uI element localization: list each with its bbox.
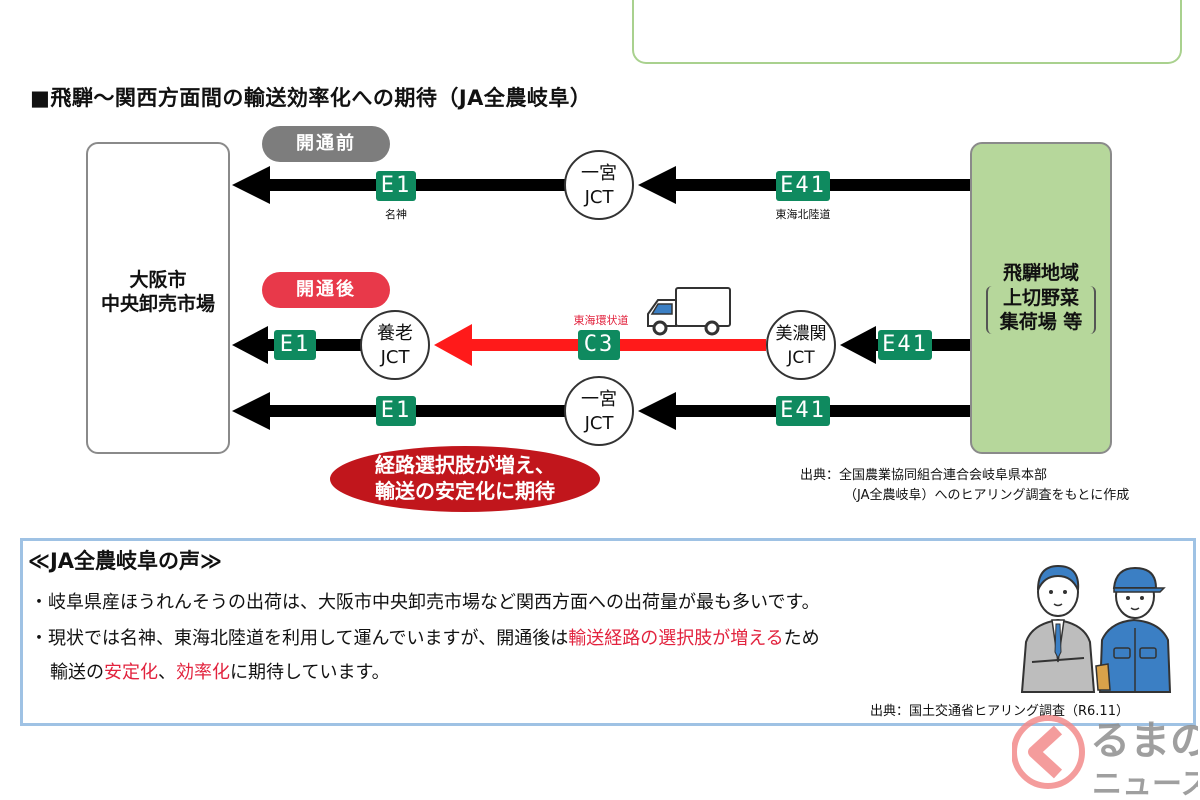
source-line-2: （JA全農岐阜）へのヒアリング調査をもとに作成 [844, 488, 1130, 503]
bubble-line-1: 経路選択肢が増え、 [375, 453, 555, 477]
jct-label: JCT [584, 413, 614, 434]
diagram-source: 出典：全国農業協同組合連合会岐阜県本部 （JA全農岐阜）へのヒアリング調査をもと… [800, 466, 1129, 506]
previous-section-box [632, 0, 1182, 64]
voice-line-3: 輸送の安定化、効率化に期待しています。 [50, 658, 390, 684]
text: 輸送の [50, 662, 104, 683]
voice-title: ≪JA全農岐阜の声≫ [28, 549, 223, 573]
before-opening-badge: 開通前 [262, 126, 390, 162]
destination-box [86, 142, 230, 454]
road-e1-before [270, 179, 566, 191]
text: ・現状では名神、東海北陸道を利用して運んでいますが、開通後は [30, 628, 569, 649]
origin-box [970, 142, 1112, 454]
destination-line-1: 大阪市 [129, 269, 187, 291]
arrow-head-e41-before [638, 166, 676, 204]
jct-label: JCT [584, 187, 614, 208]
sign-e1-before: E1 [376, 171, 416, 201]
jct-minoseki: 美濃関 JCT [766, 310, 836, 380]
truck-icon [647, 287, 731, 336]
jct-ichinomiya-before: 一宮 JCT [564, 150, 634, 220]
voice-box [20, 538, 1196, 726]
sign-e41-before: E41 [776, 171, 830, 201]
source-line-1: 出典：全国農業協同組合連合会岐阜県本部 [800, 468, 1048, 483]
highlight-text: 輸送経路の選択肢が増える [568, 628, 784, 649]
route-arrows [232, 166, 970, 430]
sign-e41-after-existing: E41 [776, 396, 830, 426]
jct-name: 養老 [377, 323, 413, 344]
sign-e1-after-existing: E1 [376, 396, 416, 426]
arrow-head-e1-after-existing [232, 392, 270, 430]
sign-c3: C3 [578, 330, 620, 360]
jct-yoro: 養老 JCT [360, 310, 430, 380]
arrow-head-e1-before [232, 166, 270, 204]
kuruma-news-logo-icon: るまの ニュース [1012, 715, 1198, 800]
road-e1-after-existing [270, 405, 566, 417]
jct-ichinomiya-after: 一宮 JCT [564, 376, 634, 446]
text: ため [783, 628, 820, 649]
destination-label: 大阪市 中央卸売市場 [86, 268, 230, 316]
origin-subtitle: 上切野菜 集荷場 等 [986, 286, 1096, 334]
expectation-bubble: 経路選択肢が増え、 輸送の安定化に期待 [330, 446, 600, 512]
logo-text-line-1: るまの [1090, 718, 1198, 764]
origin-title: 飛騨地域 [1002, 262, 1079, 284]
text: 、 [158, 662, 176, 683]
workers-illustration-icon [1020, 564, 1172, 693]
arrow-head-e41-after-existing [638, 392, 676, 430]
voice-line-2: ・現状では名神、東海北陸道を利用して運んでいますが、開通後は輸送経路の選択肢が増… [30, 624, 820, 650]
logo-text-line-2: ニュース [1092, 767, 1198, 800]
text: に期待しています。 [230, 662, 390, 683]
road-name-tokai-hokuriku: 東海北陸道 [775, 208, 831, 221]
jct-name: 美濃関 [775, 324, 827, 344]
highlight-text: 安定化 [104, 662, 158, 683]
jct-name: 一宮 [581, 163, 617, 184]
after-opening-badge: 開通後 [262, 272, 390, 308]
jct-label: JCT [380, 347, 410, 368]
origin-sub-line-2: 集荷場 等 [999, 311, 1083, 333]
sign-e1-after-new: E1 [274, 330, 316, 360]
destination-line-2: 中央卸売市場 [100, 293, 215, 315]
arrow-head-e1-after-new [232, 326, 268, 364]
highlight-text: 効率化 [176, 662, 230, 683]
jct-label: JCT [787, 348, 815, 368]
road-name-meishin: 名神 [385, 208, 407, 221]
page-title: ■飛騨～関西方面間の輸送効率化への期待（JA全農岐阜） [30, 86, 592, 110]
voice-source: 出典：国土交通省ヒアリング調査（R6.11） [870, 704, 1129, 719]
bubble-line-2: 輸送の安定化に期待 [375, 479, 555, 503]
voice-line-1: ・岐阜県産ほうれんそうの出荷は、大阪市中央卸売市場など関西方面への出荷量が最も多… [30, 592, 820, 613]
arrow-head-c3-new [434, 324, 472, 366]
jct-name: 一宮 [581, 389, 617, 410]
arrow-head-e41-after-new [840, 326, 876, 364]
road-name-tokai-kanjo: 東海環状道 [573, 314, 629, 327]
origin-sub-line-1: 上切野菜 [1002, 287, 1079, 309]
sign-e41-after-new: E41 [878, 330, 932, 360]
